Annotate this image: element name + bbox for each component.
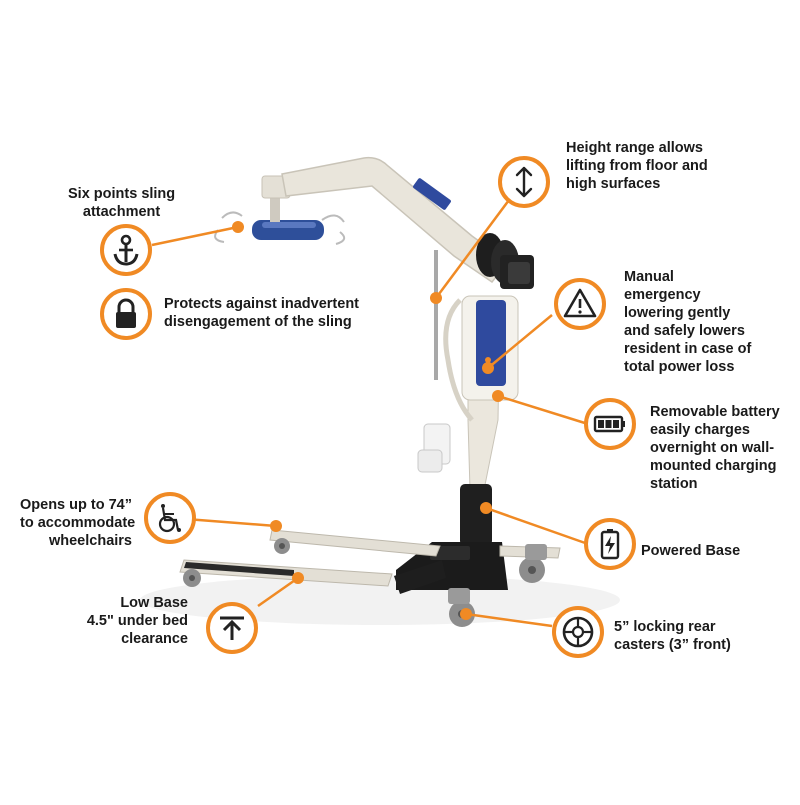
powered-base-label: Powered Base bbox=[641, 543, 741, 559]
wheelchair-label: Opens up to 74” to accommodate wheelchai… bbox=[20, 497, 136, 549]
battery-icon bbox=[584, 398, 636, 450]
sling-lock-label: Protects against inadvertent disengageme… bbox=[164, 296, 359, 330]
battery-label: Removable battery easily charges overnig… bbox=[650, 404, 780, 492]
low-arrow-icon bbox=[206, 602, 258, 654]
height-range-label: Height range allows lifting from floor a… bbox=[566, 140, 708, 192]
casters-label: 5” locking rear casters (3” front) bbox=[614, 619, 731, 653]
caster-wheel-icon bbox=[552, 606, 604, 658]
warning-icon bbox=[554, 278, 606, 330]
up-down-arrow-icon bbox=[498, 156, 550, 208]
emergency-lowering-label: Manual emergency lowering gently and saf… bbox=[624, 269, 752, 375]
low-base-label: Low Base 4.5" under bed clearance bbox=[86, 595, 188, 647]
battery-charge-icon bbox=[584, 518, 636, 570]
callout-lines bbox=[151, 195, 589, 628]
anchor-icon bbox=[100, 224, 152, 276]
actuator bbox=[434, 233, 534, 380]
casters bbox=[183, 538, 547, 627]
sling-points-label: Six points sling attachment bbox=[68, 186, 176, 220]
lock-icon bbox=[100, 288, 152, 340]
wheelchair-icon bbox=[144, 492, 196, 544]
boom-arm bbox=[281, 156, 510, 284]
